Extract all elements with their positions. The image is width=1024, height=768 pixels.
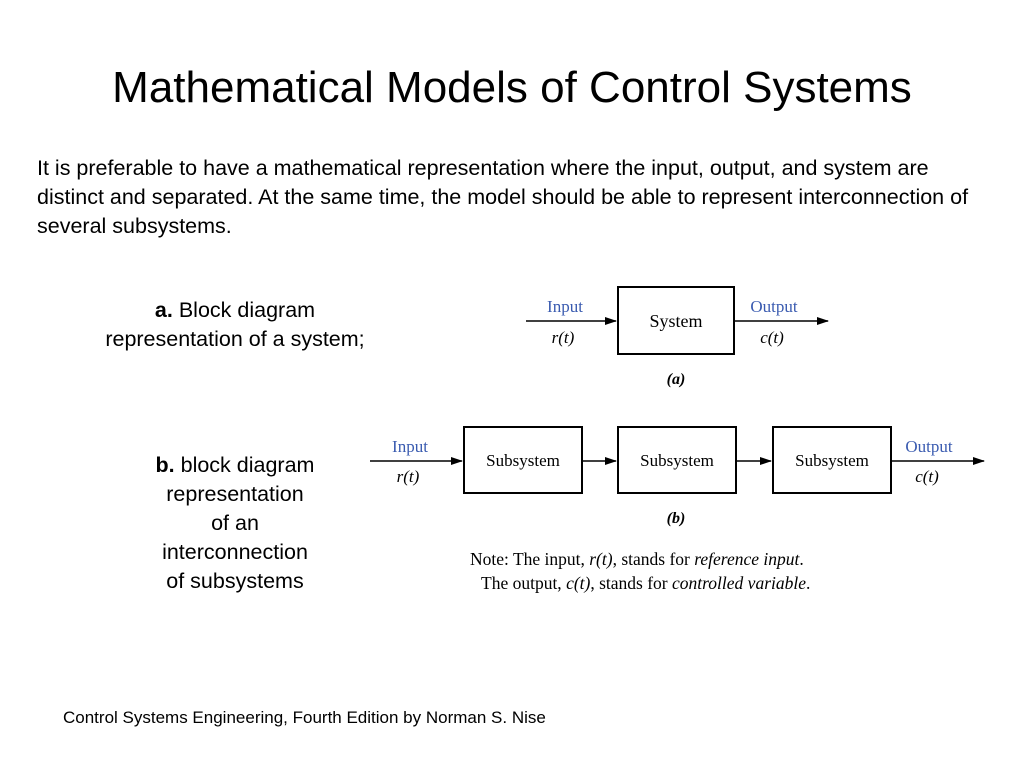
note-line-2: The output, c(t), stands for controlled … [470, 571, 810, 595]
note-l2-prefix: The output, [481, 573, 567, 593]
note-line-1: Note: The input, r(t), stands for refere… [470, 547, 810, 571]
source-credit: Control Systems Engineering, Fourth Edit… [63, 708, 546, 727]
diagram-a-input-signal: r(t) [552, 328, 575, 347]
caption-a-line1: Block diagram [172, 298, 316, 322]
diagram-b-subsystem-1 [463, 426, 583, 494]
caption-b-marker: b. [155, 453, 175, 477]
diagram-a: Input r(t) System Output c(t) (a) [526, 286, 829, 388]
note-l1-signal: r(t) [589, 549, 613, 569]
caption-a-marker: a. [154, 298, 173, 322]
caption-a-line2: representation of a system; [105, 327, 365, 351]
diagram-b-subsystem-2-label: Subsystem [640, 451, 714, 470]
note-l1-prefix: Note: The input, [470, 549, 590, 569]
caption-b-line2: representation [166, 482, 304, 506]
diagram-b-output-signal: c(t) [915, 467, 939, 486]
diagram-b-subsystem-3-label: Subsystem [795, 451, 869, 470]
diagram-b-input-signal: r(t) [397, 467, 420, 486]
note-l1-term: reference input [694, 549, 800, 569]
slide-title: Mathematical Models of Control Systems [112, 63, 912, 112]
diagram-a-tag: (a) [667, 371, 686, 388]
diagram-b-subsystem-1-label: Subsystem [486, 451, 560, 470]
note-l2-mid: , stands for [590, 573, 673, 593]
note-l2-end: . [806, 573, 811, 593]
diagram-a-output-label: Output [750, 297, 798, 316]
intro-paragraph: It is preferable to have a mathematical … [37, 156, 969, 238]
diagram-a-output-signal: c(t) [760, 328, 784, 347]
note-l1-mid: , stands for [612, 549, 695, 569]
diagram-b-input-label: Input [392, 437, 428, 456]
note-l1-end: . [799, 549, 804, 569]
note-l2-term: controlled variable [672, 573, 806, 593]
caption-b-line3: of an [211, 511, 259, 535]
diagram-b: Input r(t) Subsystem Subsystem Subsystem… [370, 426, 985, 527]
diagram-a-input-label: Input [547, 297, 583, 316]
diagram-b-output-label: Output [905, 437, 953, 456]
caption-b: b. block diagram representation of an in… [120, 451, 350, 596]
caption-b-line1: block diagram [174, 453, 315, 477]
diagram-b-tag: (b) [667, 510, 686, 527]
diagram-b-subsystem-2 [617, 426, 737, 494]
caption-b-line4: interconnection [162, 540, 308, 564]
diagram-a-block-label: System [649, 311, 702, 331]
note-l2-signal: c(t) [566, 573, 591, 593]
caption-a: a. Block diagram representation of a sys… [70, 296, 400, 354]
diagram-b-subsystem-3 [772, 426, 892, 494]
caption-b-line5: of subsystems [166, 569, 304, 593]
note: Note: The input, r(t), stands for refere… [470, 547, 810, 595]
